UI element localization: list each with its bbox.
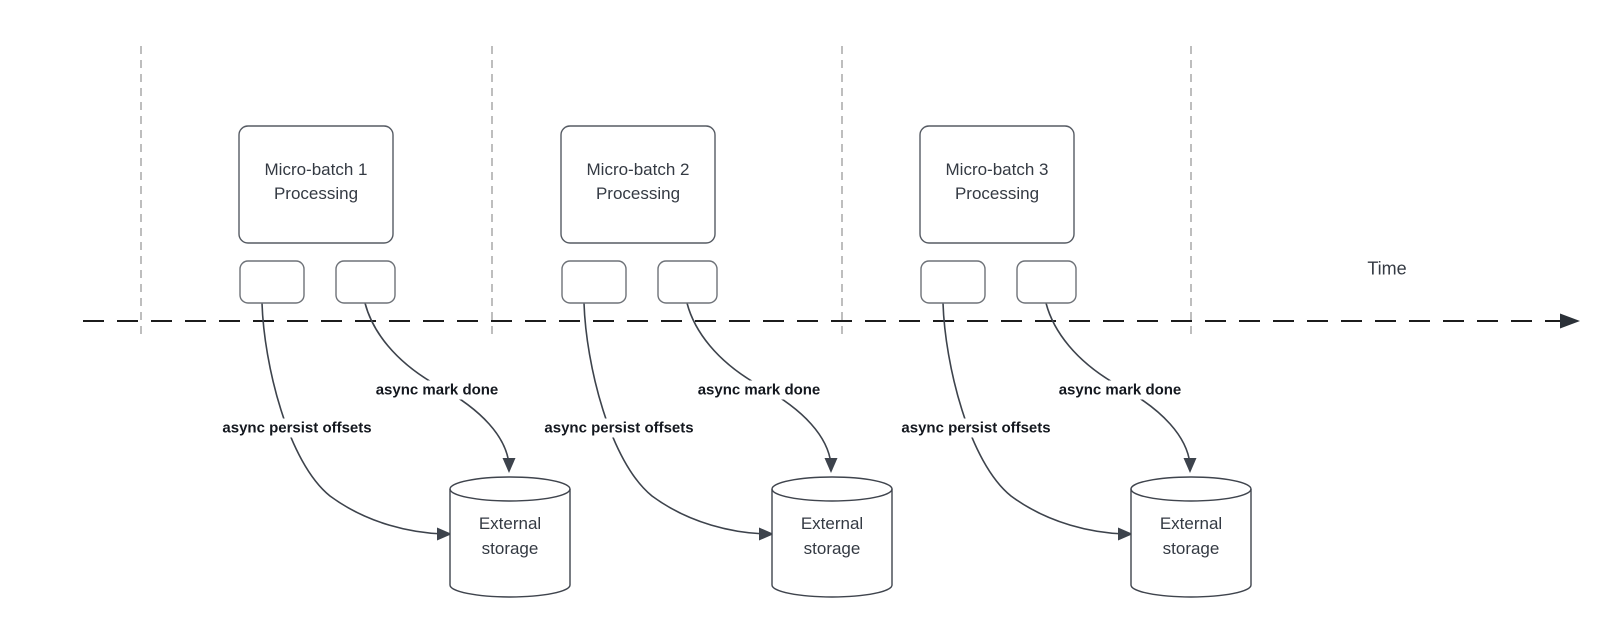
mark-done-label: async mark done — [1055, 380, 1185, 400]
storage-cylinder-lid — [771, 488, 893, 502]
persist-arrowhead-icon — [437, 527, 452, 541]
persist-offsets-arrow — [261, 302, 445, 535]
micro-batch-1-title: Micro-batch 1 Processing — [264, 160, 368, 203]
persist-offsets-label: async persist offsets — [541, 418, 697, 438]
micro-batch-box — [919, 125, 1075, 244]
mark-done-label: async mark done — [372, 380, 502, 400]
micro-batch-3-title: Micro-batch 3 Processing — [945, 160, 1049, 203]
batch-group-3 — [919, 125, 1252, 598]
persist-offsets-label: async persist offsets — [219, 418, 375, 438]
offset-node-left — [920, 260, 986, 304]
time-axis-arrowhead-icon — [1560, 313, 1580, 329]
persist-arrowhead-icon — [759, 527, 774, 541]
batch-boundary-guides — [140, 46, 1192, 338]
offset-node-right — [657, 260, 718, 304]
storage-cylinder-lid — [1130, 488, 1252, 502]
batch-group-1 — [238, 125, 571, 598]
external-storage-label: External storage — [478, 514, 542, 558]
storage-cylinder — [1130, 476, 1252, 598]
persist-offsets-arrow — [583, 302, 767, 535]
storage-cylinder — [771, 476, 893, 598]
batch-group-2 — [560, 125, 893, 598]
offset-node-right — [1016, 260, 1077, 304]
time-axis — [83, 313, 1580, 329]
storage-cylinder — [449, 476, 571, 598]
storage-cylinder-lid — [449, 488, 571, 502]
persist-arrowhead-icon — [1118, 527, 1133, 541]
mark-done-label: async mark done — [694, 380, 824, 400]
external-storage-label: External storage — [1159, 514, 1223, 558]
mark-done-arrowhead-icon — [824, 458, 838, 473]
offset-node-left — [561, 260, 627, 304]
micro-batch-2-title: Micro-batch 2 Processing — [586, 160, 690, 203]
external-storage-label: External storage — [800, 514, 864, 558]
time-axis-label: Time — [1367, 258, 1407, 279]
micro-batch-box — [560, 125, 716, 244]
persist-offsets-arrow — [942, 302, 1126, 535]
persist-offsets-label: async persist offsets — [898, 418, 1054, 438]
micro-batch-box — [238, 125, 394, 244]
mark-done-arrowhead-icon — [502, 458, 516, 473]
offset-node-left — [239, 260, 305, 304]
offset-node-right — [335, 260, 396, 304]
mark-done-arrowhead-icon — [1183, 458, 1197, 473]
